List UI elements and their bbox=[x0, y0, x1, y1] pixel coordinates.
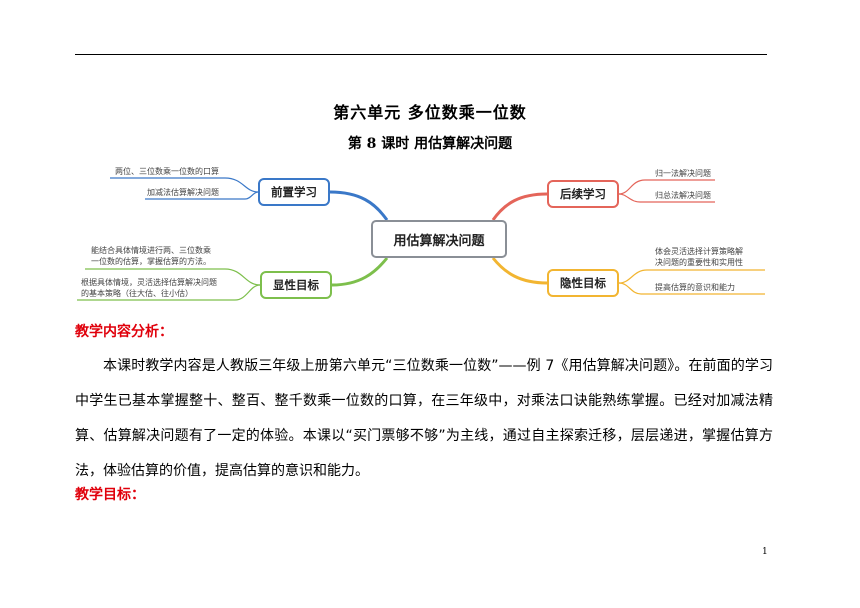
leaf-line-pre-2 bbox=[145, 191, 259, 200]
leaf-line-post-2 bbox=[618, 193, 715, 203]
mind-map: 用估算解决问题 前置学习 后续学习 显性目标 隐性目标 两位、三位数乘一位数的口… bbox=[75, 158, 775, 316]
leaf-line-explicit-2 bbox=[77, 284, 261, 301]
branch-explicit-goals: 显性目标 bbox=[260, 271, 332, 299]
leaf-line-explicit-1 bbox=[85, 268, 261, 286]
leaf-explicit-2-line-1: 根据具体情境，灵活选择估算解决问题 bbox=[81, 278, 217, 287]
analysis-heading: 教学内容分析： bbox=[75, 324, 173, 340]
leaf-line-implicit-2 bbox=[618, 282, 765, 295]
leaf-implicit-1-line-1: 体会灵活选择计算策略解 bbox=[655, 247, 743, 256]
leaf-pre-2: 加减法估算解决问题 bbox=[147, 188, 219, 197]
branch-implicit-goals: 隐性目标 bbox=[547, 269, 619, 297]
connector-explicit bbox=[331, 257, 389, 287]
connector-post bbox=[491, 192, 548, 221]
leaf-explicit-1-line-1: 能结合具体情境进行两、三位数乘 bbox=[91, 246, 211, 255]
unit-title: 第六单元 多位数乘一位数 bbox=[333, 103, 527, 122]
leaf-explicit-1-line-2: 一位数的估算，掌握估算的方法。 bbox=[91, 257, 211, 266]
mind-map-center: 用估算解决问题 bbox=[371, 220, 507, 258]
leaf-line-post-1 bbox=[618, 179, 715, 195]
leaf-explicit-2: 根据具体情境，灵活选择估算解决问题 的基本策略（往大估、往小估） bbox=[81, 277, 217, 299]
page-number: 1 bbox=[762, 547, 768, 557]
leaf-post-2: 归总法解决问题 bbox=[655, 191, 711, 200]
header-rule bbox=[75, 54, 767, 55]
connector-implicit bbox=[491, 257, 548, 285]
goals-heading: 教学目标： bbox=[75, 487, 145, 503]
leaf-explicit-2-line-2: 的基本策略（往大估、往小估） bbox=[81, 289, 193, 298]
leaf-line-pre-1 bbox=[110, 177, 259, 193]
leaf-pre-1: 两位、三位数乘一位数的口算 bbox=[115, 167, 219, 176]
analysis-paragraph: 本课时教学内容是人教版三年级上册第六单元“三位数乘一位数”——例 7《用估算解决… bbox=[75, 358, 773, 479]
leaf-implicit-2: 提高估算的意识和能力 bbox=[655, 283, 735, 292]
mind-map-connectors bbox=[77, 177, 765, 301]
leaf-line-implicit-1 bbox=[618, 269, 765, 284]
leaf-implicit-1-line-2: 决问题的重要性和实用性 bbox=[655, 258, 743, 267]
lesson-title: 第 8 课时 用估算解决问题 bbox=[347, 136, 513, 152]
connector-pre bbox=[329, 190, 389, 221]
leaf-explicit-1: 能结合具体情境进行两、三位数乘 一位数的估算，掌握估算的方法。 bbox=[91, 245, 211, 267]
leaf-post-1: 归一法解决问题 bbox=[655, 169, 711, 178]
branch-pre-learning: 前置学习 bbox=[258, 178, 330, 206]
leaf-implicit-1: 体会灵活选择计算策略解 决问题的重要性和实用性 bbox=[655, 246, 743, 268]
branch-follow-up-learning: 后续学习 bbox=[547, 180, 619, 208]
